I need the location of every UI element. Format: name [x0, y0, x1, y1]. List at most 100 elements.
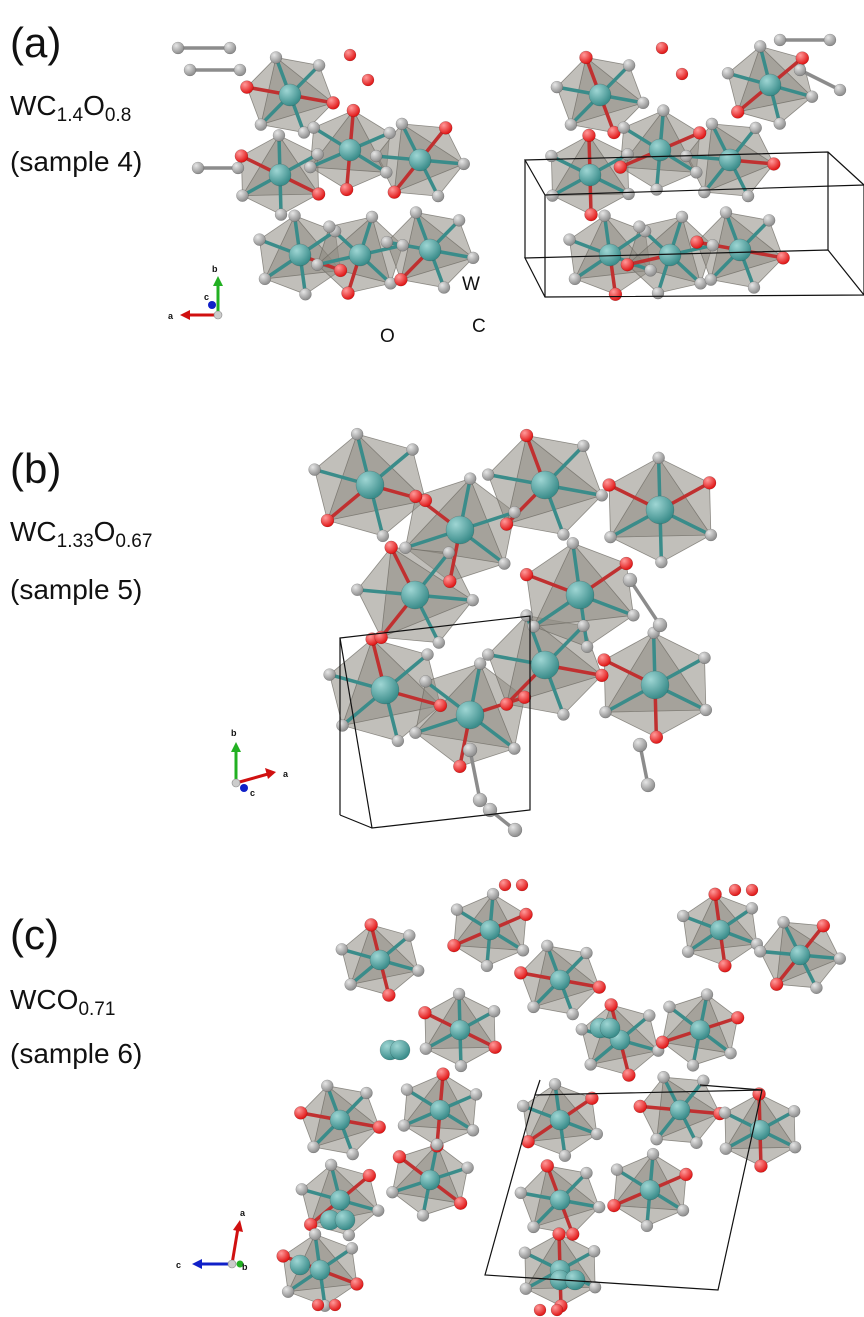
oxygen-atom [597, 653, 611, 667]
oxygen-atom [754, 1159, 768, 1173]
oxygen-atom [582, 128, 596, 143]
tungsten-atom [445, 515, 475, 545]
panel-c-axis-indicator: a b c [176, 1208, 248, 1272]
carbon-atom [690, 166, 703, 179]
carbon-atom [450, 903, 464, 916]
tungsten-atom [669, 1099, 691, 1121]
carbon-atom [308, 463, 321, 476]
carbon-atom [698, 185, 711, 199]
oxygen-atom [294, 1106, 308, 1120]
panel-a-sample: (sample 4) [10, 146, 143, 177]
oxygen-atom [592, 980, 606, 994]
tungsten-atom [329, 1109, 351, 1131]
carbon-atom [466, 593, 479, 607]
tungsten-atom [278, 83, 302, 107]
oxygen-atom [372, 1120, 386, 1134]
oxygen-atom [584, 207, 598, 222]
oxygen-atom [387, 185, 402, 199]
axis-b-label: b [231, 728, 237, 738]
oxygen-atom [341, 286, 355, 300]
tungsten-atom [530, 650, 560, 680]
carbon-atom [380, 166, 393, 179]
carbon-atom [675, 210, 689, 224]
carbon-atom [462, 742, 478, 758]
carbon-atom [580, 1166, 593, 1180]
panel-c-label: (c) [10, 911, 59, 958]
oxygen-atom [540, 1159, 555, 1173]
carbon-atom [281, 1285, 295, 1298]
tungsten-atom [549, 1109, 571, 1131]
carbon-atom [233, 63, 247, 77]
oxygen-atom [690, 235, 704, 249]
carbon-atom [254, 118, 268, 131]
tungsten-atom [789, 944, 811, 966]
carbon-atom [598, 209, 611, 222]
carbon-atom [657, 104, 670, 117]
oxygen-atom [702, 476, 717, 490]
carbon-atom [324, 1158, 338, 1172]
carbon-atom [686, 1059, 700, 1072]
tungsten-atom [530, 470, 560, 500]
oxygen-atom [499, 697, 514, 711]
oxygen-atom [649, 730, 664, 744]
panel-b-atoms [308, 427, 718, 838]
oxygen-atom [675, 67, 689, 81]
carbon-atom [592, 1200, 606, 1214]
panel-b-axis-indicator: b c a [231, 728, 289, 798]
carbon-atom [627, 609, 640, 622]
carbon-atom [360, 1086, 373, 1100]
panel-a-structure: W O C b c a [168, 33, 864, 347]
carbon-atom [431, 189, 445, 203]
oxygen-atom [613, 160, 628, 174]
tungsten-atom [408, 148, 432, 172]
oxygen-atom [550, 1303, 564, 1317]
carbon-atom [650, 1132, 663, 1146]
oxygen-atom [767, 157, 781, 171]
carbon-atom [437, 281, 451, 294]
carbon-atom [719, 1142, 733, 1155]
oxygen-label: O [380, 326, 395, 347]
tungsten-atom [479, 919, 501, 941]
tungsten-atom [588, 83, 612, 107]
carbon-atom [253, 233, 266, 246]
oxygen-atom [453, 1196, 468, 1210]
oxygen-atom [436, 1067, 450, 1081]
carbon-atom [646, 1147, 660, 1161]
carbon-atom [520, 609, 533, 622]
carbon-atom [518, 1246, 532, 1259]
carbon-atom [777, 915, 790, 929]
tungsten-atom [639, 1179, 661, 1201]
axis-a-label: a [240, 1208, 246, 1218]
oxygen-atom [362, 1168, 377, 1183]
carbon-atom [575, 1023, 589, 1036]
carbon-atom [557, 708, 570, 721]
oxygen-atom [488, 1040, 502, 1055]
carbon-atom [508, 742, 521, 755]
carbon-atom [454, 1059, 468, 1073]
carbon-atom [773, 117, 787, 130]
oxygen-atom [620, 257, 635, 272]
carbon-atom [599, 705, 612, 719]
panel-b: (b) WC1.33O0.67 (sample 5) b c a [0, 400, 864, 840]
oxygen-atom [619, 556, 634, 571]
carbon-atom [580, 640, 594, 654]
tungsten-atom [329, 1189, 351, 1211]
carbon-atom [376, 529, 390, 543]
carbon-atom [466, 1124, 480, 1137]
carbon-atom [622, 187, 635, 201]
carbon-atom [304, 160, 317, 174]
oxygen-atom [565, 1227, 580, 1241]
axis-c-label: c [176, 1260, 181, 1270]
tungsten-atom [728, 238, 752, 262]
oxygen-atom [443, 574, 457, 589]
carbon-atom [566, 536, 580, 550]
oxygen-atom [519, 428, 534, 443]
carbon-atom [461, 1161, 474, 1175]
oxygen-atom [730, 105, 745, 119]
carbon-atom [633, 220, 646, 233]
carbon-atom [371, 1204, 385, 1217]
carbon-atom [632, 737, 648, 753]
oxygen-atom [745, 883, 759, 897]
oxygen-atom [361, 73, 375, 87]
tungsten-atom [689, 1019, 711, 1041]
